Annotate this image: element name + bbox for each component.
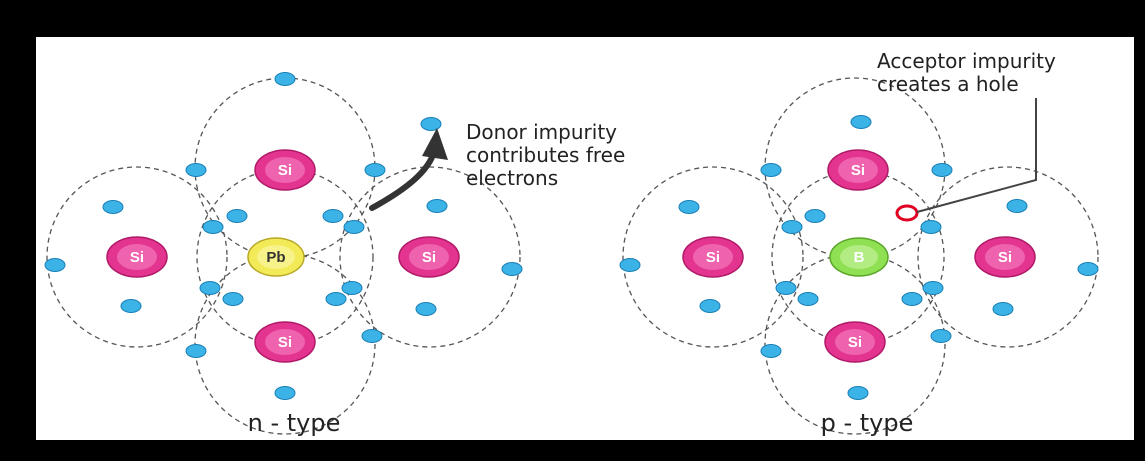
- electron-icon: [202, 220, 224, 234]
- diagram-panel: [36, 37, 1134, 440]
- electron-icon: [619, 258, 641, 272]
- electron-icon: [274, 72, 296, 86]
- pointer-line: [916, 98, 1037, 213]
- electron-icon: [797, 292, 819, 306]
- p-type-label: p - type: [821, 409, 914, 437]
- electron-icon: [361, 329, 383, 343]
- electron-icon: [699, 299, 721, 313]
- electron-icon: [274, 386, 296, 400]
- atom-label: Si: [848, 334, 862, 351]
- n-type-electrons: [44, 72, 523, 400]
- p-type-electrons: [619, 115, 1099, 400]
- electron-icon: [102, 200, 124, 214]
- electron-icon: [901, 292, 923, 306]
- electron-icon: [426, 199, 448, 213]
- annotation-line: creates a hole: [877, 72, 1019, 96]
- atom-label: Pb: [266, 249, 285, 266]
- atom-label: Si: [851, 162, 865, 179]
- electron-icon: [678, 200, 700, 214]
- electron-icon: [501, 262, 523, 276]
- si-atom: Si: [974, 236, 1036, 278]
- electron-icon: [931, 163, 953, 177]
- annotation-line: Acceptor impurity: [877, 49, 1056, 73]
- electron-icon: [775, 281, 797, 295]
- electron-icon: [1006, 199, 1028, 213]
- p-type-atoms: Si Si Si Si B: [682, 149, 1036, 363]
- electron-icon: [415, 302, 437, 316]
- electron-icon: [850, 115, 872, 129]
- electron-icon: [930, 329, 952, 343]
- electron-icon: [992, 302, 1014, 316]
- electron-icon: [185, 163, 207, 177]
- b-atom: B: [829, 237, 889, 277]
- electron-icon: [1077, 262, 1099, 276]
- atom-label: Si: [706, 249, 720, 266]
- electron-icon: [364, 163, 386, 177]
- electron-icon: [322, 209, 344, 223]
- atom-label: B: [854, 249, 865, 266]
- annotation-line: contributes free: [466, 143, 625, 167]
- donor-annotation: Donor impurity contributes free electron…: [466, 120, 625, 190]
- si-atom: Si: [827, 149, 889, 191]
- si-atom: Si: [254, 321, 316, 363]
- si-atom: Si: [824, 321, 886, 363]
- hole-icon: [895, 204, 919, 222]
- atom-label: Si: [278, 162, 292, 179]
- electron-icon: [343, 220, 365, 234]
- electron-icon: [222, 292, 244, 306]
- electron-icon: [44, 258, 66, 272]
- electron-icon: [922, 281, 944, 295]
- pb-atom: Pb: [247, 237, 305, 277]
- arrow-icon: [422, 128, 448, 160]
- si-atom: Si: [682, 236, 744, 278]
- si-atom: Si: [398, 236, 460, 278]
- electron-icon: [199, 281, 221, 295]
- electron-icon: [920, 220, 942, 234]
- electron-icon: [847, 386, 869, 400]
- acceptor-annotation: Acceptor impurity creates a hole: [877, 49, 1056, 96]
- atom-label: Si: [278, 334, 292, 351]
- n-type-label: n - type: [248, 409, 341, 437]
- atom-label: Si: [998, 249, 1012, 266]
- electron-icon: [120, 299, 142, 313]
- electron-icon: [760, 163, 782, 177]
- si-atom: Si: [106, 236, 168, 278]
- atom-label: Si: [422, 249, 436, 266]
- n-type-atoms: Si Si Si Si Pb: [106, 149, 460, 363]
- electron-icon: [804, 209, 826, 223]
- annotation-line: Donor impurity: [466, 120, 617, 144]
- electron-icon: [760, 344, 782, 358]
- free-electron-icon: [420, 117, 442, 131]
- atom-label: Si: [130, 249, 144, 266]
- donor-arrow: [369, 128, 448, 211]
- annotation-line: electrons: [466, 166, 558, 190]
- electron-icon: [226, 209, 248, 223]
- electron-icon: [325, 292, 347, 306]
- electron-icon: [341, 281, 363, 295]
- si-atom: Si: [254, 149, 316, 191]
- electron-icon: [781, 220, 803, 234]
- electron-icon: [185, 344, 207, 358]
